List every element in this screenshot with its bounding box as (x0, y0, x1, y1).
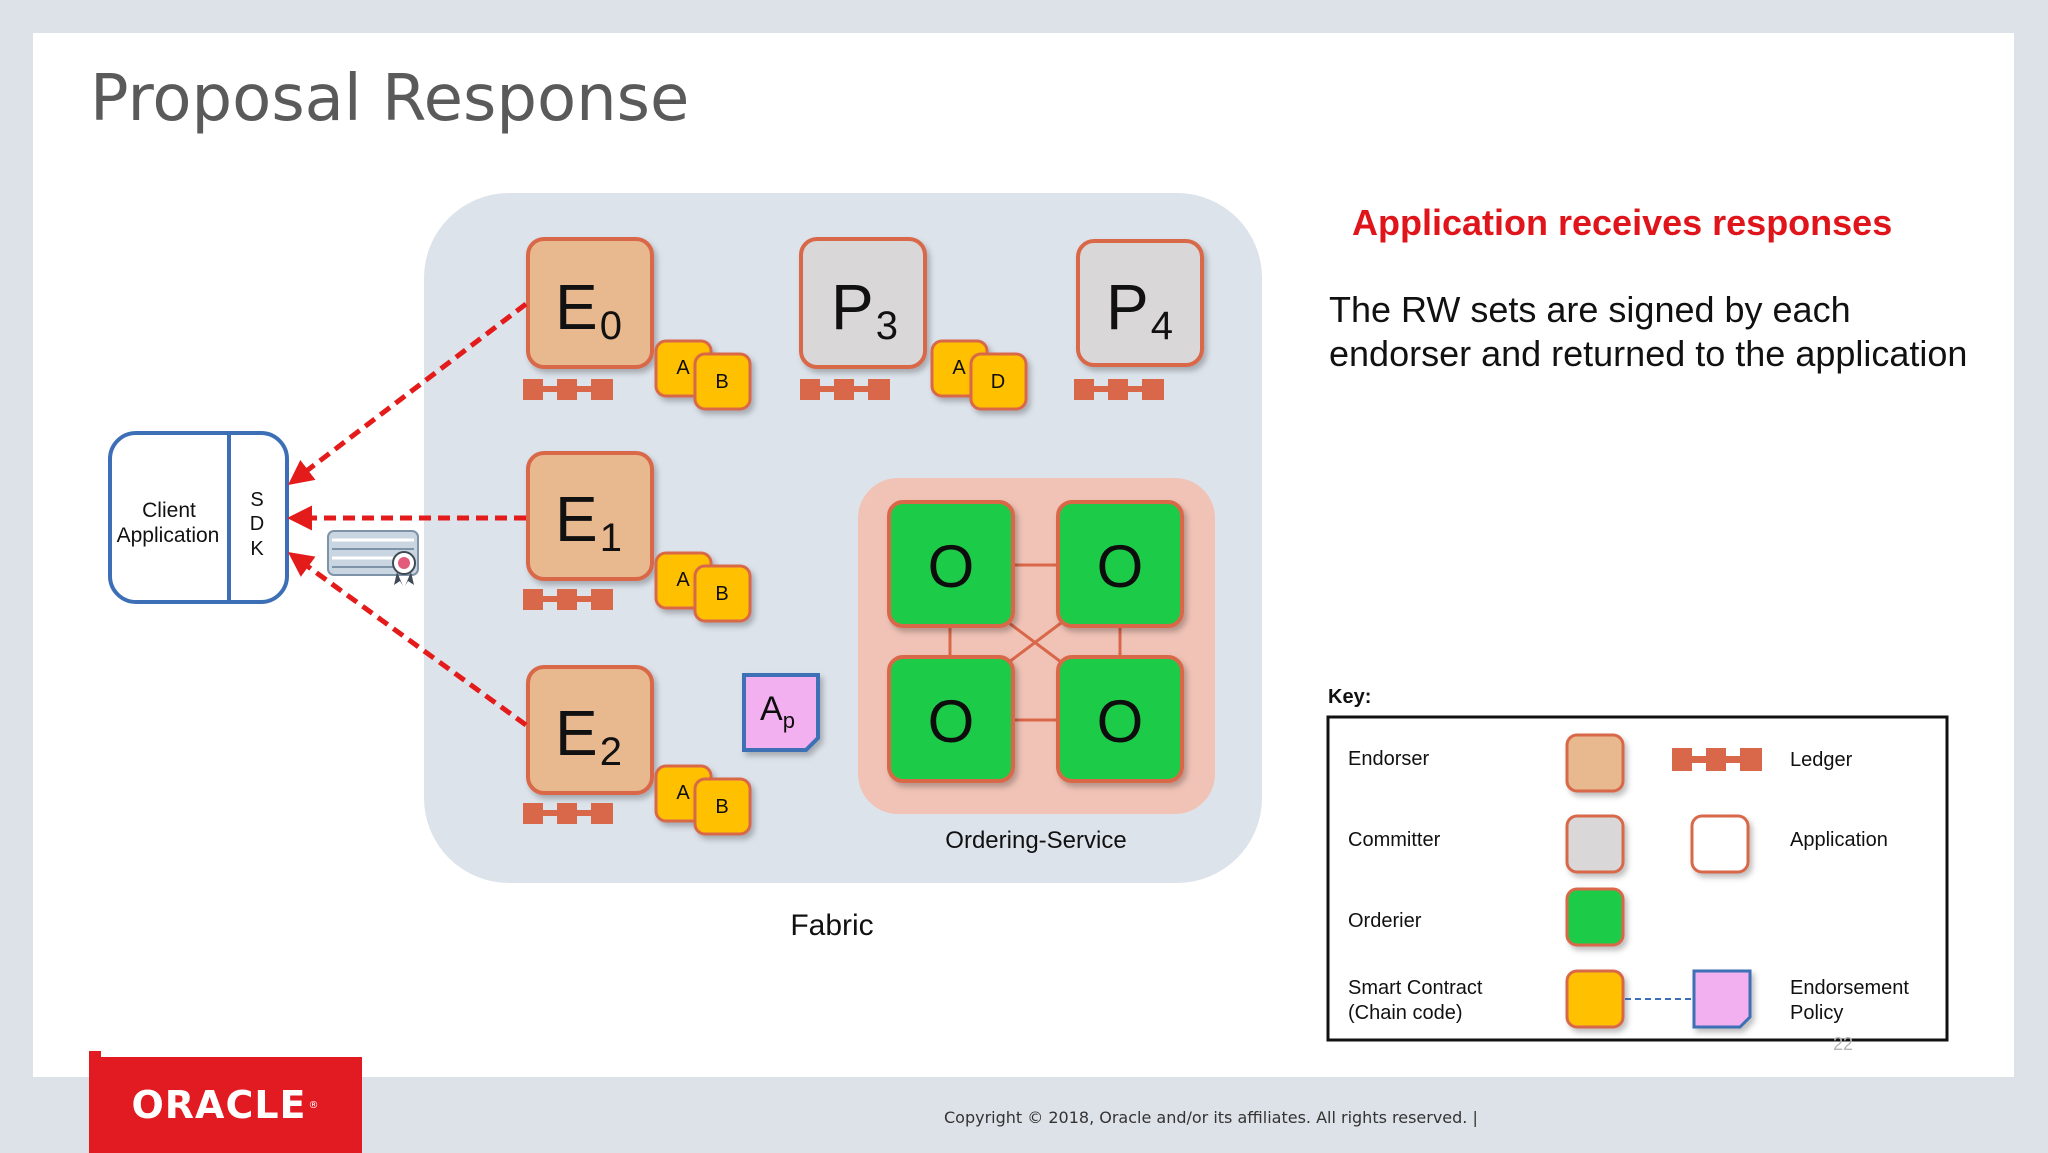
legend-key: Key: Endorser Ledger Committer Applicati… (1326, 686, 1949, 1042)
svg-text:P3: P3 (831, 271, 898, 348)
svg-text:B: B (715, 796, 728, 818)
page-number: 22 (1833, 1034, 1853, 1054)
smart-contract-d: D (969, 352, 1028, 411)
response-arrows (287, 302, 528, 728)
client-label-line-1: Client (142, 499, 196, 522)
svg-text:E0: E0 (555, 271, 622, 348)
key-policy-swatch (1692, 969, 1752, 1029)
orderer-links (948, 563, 1122, 722)
svg-text:A: A (676, 569, 690, 591)
svg-text:O: O (928, 533, 975, 600)
svg-text:A: A (952, 357, 966, 379)
svg-text:D: D (991, 371, 1005, 393)
orderer-node-4: O (1056, 655, 1184, 783)
key-endorser-label: Endorser (1348, 748, 1429, 770)
description-line-2: endorser and returned to the application (1329, 333, 1968, 374)
svg-text:O: O (1097, 688, 1144, 755)
committer-node-p4: P4 (1074, 239, 1204, 400)
key-application-label: Application (1790, 829, 1888, 851)
fabric-label: Fabric (790, 909, 873, 942)
slide-title: Proposal Response (90, 62, 690, 136)
ledger-icon (800, 379, 890, 400)
svg-text:Ap: Ap (760, 690, 795, 733)
sdk-letter-s: S (250, 489, 263, 511)
client-label-line-2: Application (117, 524, 220, 547)
arrow-e2-to-client (287, 552, 528, 728)
sdk-letter-d: D (250, 513, 264, 535)
description: The RW sets are signed by each endorser … (1329, 288, 2009, 376)
ordering-service-label: Ordering-Service (945, 827, 1126, 854)
endorser-node-e1: E1 A B (523, 451, 752, 623)
key-committer-label: Committer (1348, 829, 1441, 851)
smart-contract-b: B (693, 564, 752, 623)
svg-text:B: B (715, 583, 728, 605)
logo-notch (89, 1051, 101, 1059)
copyright-footer: Copyright © 2018, Oracle and/or its affi… (944, 1108, 1478, 1127)
svg-text:E2: E2 (555, 697, 622, 774)
key-orderer-swatch (1565, 887, 1625, 947)
orderer-node-3: O (887, 655, 1015, 783)
svg-text:O: O (928, 688, 975, 755)
svg-text:B: B (715, 371, 728, 393)
key-endorser-swatch (1565, 733, 1625, 793)
client-application: Client Application S D K (108, 431, 289, 604)
key-orderer-label: Orderier (1348, 910, 1422, 932)
key-committer-swatch (1565, 814, 1625, 874)
svg-text:A: A (676, 357, 690, 379)
ledger-icon (1074, 379, 1164, 400)
orderer-node-2: O (1056, 500, 1184, 628)
arrow-e0-to-client (288, 302, 528, 486)
certificate-icon (327, 530, 419, 586)
key-title: Key: (1328, 686, 1371, 708)
headline: Application receives responses (1352, 202, 1893, 243)
orderer-node-1: O (887, 500, 1015, 628)
description-line-1: The RW sets are signed by each (1329, 289, 1851, 330)
smart-contract-b: B (693, 352, 752, 411)
sdk-letter-k: K (250, 538, 264, 560)
endorser-node-e2: E2 A B (523, 665, 752, 836)
committer-node-p3: P3 A D (799, 237, 1028, 411)
oracle-logo: ORACLE® (89, 1057, 362, 1153)
ledger-icon (523, 379, 613, 400)
endorser-node-e0: E0 A B (523, 237, 752, 411)
key-policy-label-2: Policy (1790, 1002, 1843, 1024)
key-contract-label-1: Smart Contract (1348, 977, 1483, 999)
logo-registered-mark: ® (308, 1099, 320, 1111)
svg-text:A: A (676, 782, 690, 804)
smart-contract-b: B (693, 777, 752, 836)
svg-text:O: O (1097, 533, 1144, 600)
key-policy-label-1: Endorsement (1790, 977, 1909, 999)
svg-text:E1: E1 (555, 483, 622, 560)
key-ledger-icon (1672, 748, 1762, 771)
svg-text:P4: P4 (1106, 271, 1173, 348)
logo-text: ORACLE (131, 1083, 307, 1127)
ledger-icon (523, 589, 613, 610)
ledger-icon (523, 803, 613, 824)
key-ledger-label: Ledger (1790, 749, 1853, 771)
endorsement-policy-node: Ap (742, 673, 820, 752)
key-contract-label-2: (Chain code) (1348, 1002, 1463, 1024)
key-contract-swatch (1565, 969, 1625, 1029)
key-application-swatch (1690, 814, 1750, 874)
